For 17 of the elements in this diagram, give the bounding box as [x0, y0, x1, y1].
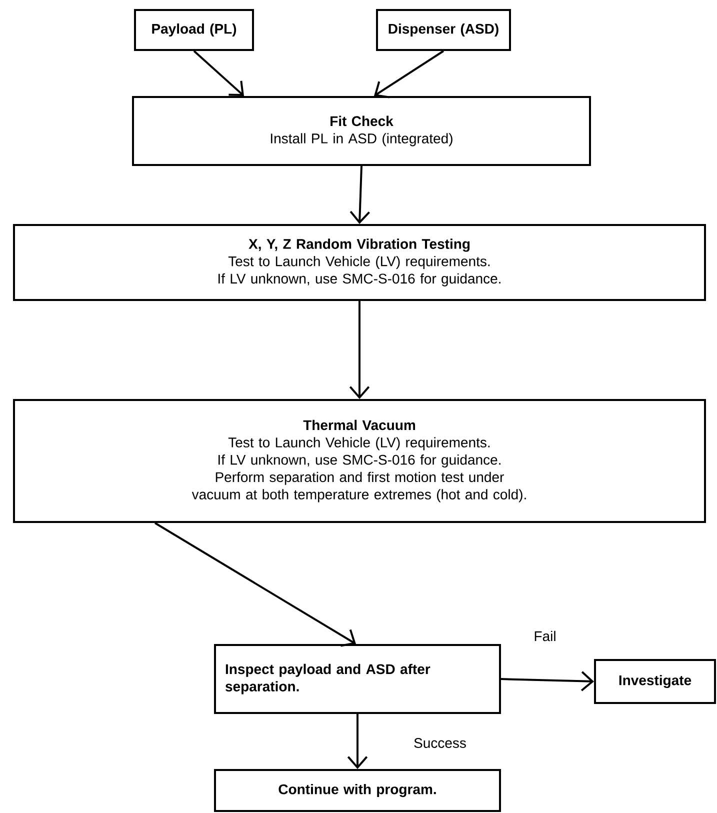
arrow	[347, 714, 368, 770]
arrow	[349, 301, 370, 399]
arrow	[500, 671, 594, 692]
process-box: Thermal Vacuum Test to Launch Vehicle (LV) requirements. If LV unknown, use SMC-S-016 for guidance. Perform separation and first motion test under vacuum at both temperature extremes (hot and cold).	[13, 399, 706, 523]
process-box: Inspect payload and ASD after separation.	[214, 644, 501, 714]
process-box: Fit Check Install PL in ASD (integrated)	[132, 96, 591, 166]
edge-label: Success	[412, 736, 468, 750]
process-box: Investigate	[594, 659, 716, 704]
process-box: Continue with program.	[214, 769, 501, 812]
process-box: Dispenser (ASD)	[376, 9, 511, 51]
edge-label: Fail	[532, 630, 558, 642]
arrow	[193, 50, 244, 96]
process-box: Payload (PL)	[134, 9, 254, 51]
process-box: X, Y, Z Random Vibration Testing Test to Launch Vehicle (LV) requirements. If LV unknown, use SMC-S-016 for guidance.	[13, 224, 706, 301]
arrow	[374, 50, 444, 98]
arrow	[154, 522, 356, 647]
arrow	[350, 166, 370, 224]
